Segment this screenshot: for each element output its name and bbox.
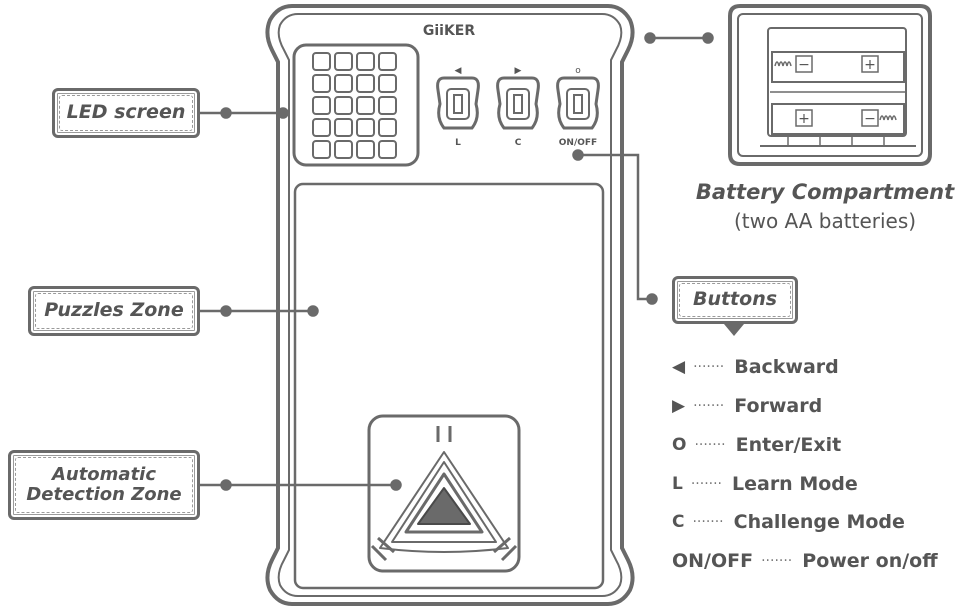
battery-subtitle: (two AA batteries) bbox=[733, 209, 917, 233]
legend-text: Power on/off bbox=[802, 550, 938, 572]
led-cell bbox=[334, 96, 353, 115]
legend-row: O ······· Enter/Exit bbox=[672, 430, 841, 460]
device-button-symbol: o bbox=[575, 66, 581, 76]
led-cell bbox=[334, 118, 353, 137]
device-button-l[interactable]: ◀L bbox=[436, 66, 480, 148]
legend-row: ▶ ······· Forward bbox=[672, 391, 822, 421]
device-button-label: ON/OFF bbox=[559, 138, 597, 148]
device-button-onoff[interactable]: oON/OFF bbox=[556, 66, 600, 148]
battery-minus: − bbox=[864, 111, 876, 127]
detection-triangle-icon bbox=[417, 487, 471, 525]
device-body bbox=[265, 4, 635, 606]
legend-dots: ······· bbox=[694, 437, 726, 453]
legend-row: ON/OFF ······· Power on/off bbox=[672, 546, 938, 576]
battery-title: Battery Compartment bbox=[695, 180, 955, 204]
led-cell bbox=[312, 140, 331, 159]
device-button-label: L bbox=[455, 138, 461, 148]
led-cell bbox=[356, 140, 375, 159]
battery-compartment-drawing bbox=[728, 4, 932, 166]
led-cell bbox=[378, 96, 397, 115]
legend-dots: ······· bbox=[693, 359, 725, 375]
legend-symbol: ON/OFF bbox=[672, 550, 754, 572]
legend-row: ◀ ······· Backward bbox=[672, 352, 839, 382]
legend-text: Enter/Exit bbox=[735, 434, 842, 456]
legend-symbol: ▶ bbox=[672, 396, 686, 416]
legend-symbol: ◀ bbox=[672, 357, 686, 377]
legend-symbol: O bbox=[672, 435, 687, 455]
legend-text: Challenge Mode bbox=[733, 511, 905, 533]
led-cell bbox=[356, 74, 375, 93]
battery-plus: + bbox=[798, 111, 810, 127]
led-cell bbox=[378, 52, 397, 71]
puzzles-zone-area bbox=[293, 182, 605, 590]
legend-row: L ······· Learn Mode bbox=[672, 469, 858, 499]
led-cell bbox=[312, 74, 331, 93]
spring-icon bbox=[879, 115, 897, 121]
led-cell bbox=[378, 74, 397, 93]
device-button-c[interactable]: ▶C bbox=[496, 66, 540, 148]
led-cell bbox=[312, 96, 331, 115]
legend-dots: ······· bbox=[693, 398, 725, 414]
led-cell bbox=[356, 52, 375, 71]
led-screen bbox=[292, 43, 420, 167]
led-cell bbox=[334, 52, 353, 71]
legend-row: C ······· Challenge Mode bbox=[672, 507, 905, 537]
led-cell bbox=[378, 118, 397, 137]
device-button-symbol: ▶ bbox=[515, 66, 522, 76]
led-cell bbox=[356, 96, 375, 115]
led-cell bbox=[334, 140, 353, 159]
callout-buttons: Buttons bbox=[672, 276, 798, 324]
legend-symbol: C bbox=[672, 512, 685, 532]
legend-symbol: L bbox=[672, 474, 683, 494]
led-cell bbox=[334, 74, 353, 93]
device-button-label: C bbox=[515, 138, 522, 148]
battery-plus: + bbox=[864, 57, 876, 73]
spring-icon bbox=[774, 61, 792, 67]
legend-text: Backward bbox=[734, 356, 839, 378]
brand-logo: GiiKER bbox=[423, 23, 476, 39]
battery-minus: − bbox=[798, 57, 810, 73]
legend-text: Learn Mode bbox=[732, 473, 858, 495]
detection-zone-area bbox=[367, 414, 521, 573]
led-cell bbox=[312, 52, 331, 71]
legend-text: Forward bbox=[734, 395, 823, 417]
callout-puzzles-zone: Puzzles Zone bbox=[28, 286, 200, 336]
legend-dots: ······· bbox=[761, 553, 793, 569]
led-cell bbox=[356, 118, 375, 137]
leader-lines bbox=[200, 32, 744, 491]
callout-led-screen: LED screen bbox=[52, 88, 200, 138]
legend-dots: ······· bbox=[690, 476, 722, 492]
led-cell bbox=[312, 118, 331, 137]
legend-dots: ······· bbox=[692, 514, 724, 530]
led-cell bbox=[378, 140, 397, 159]
device-button-symbol: ◀ bbox=[455, 66, 462, 76]
